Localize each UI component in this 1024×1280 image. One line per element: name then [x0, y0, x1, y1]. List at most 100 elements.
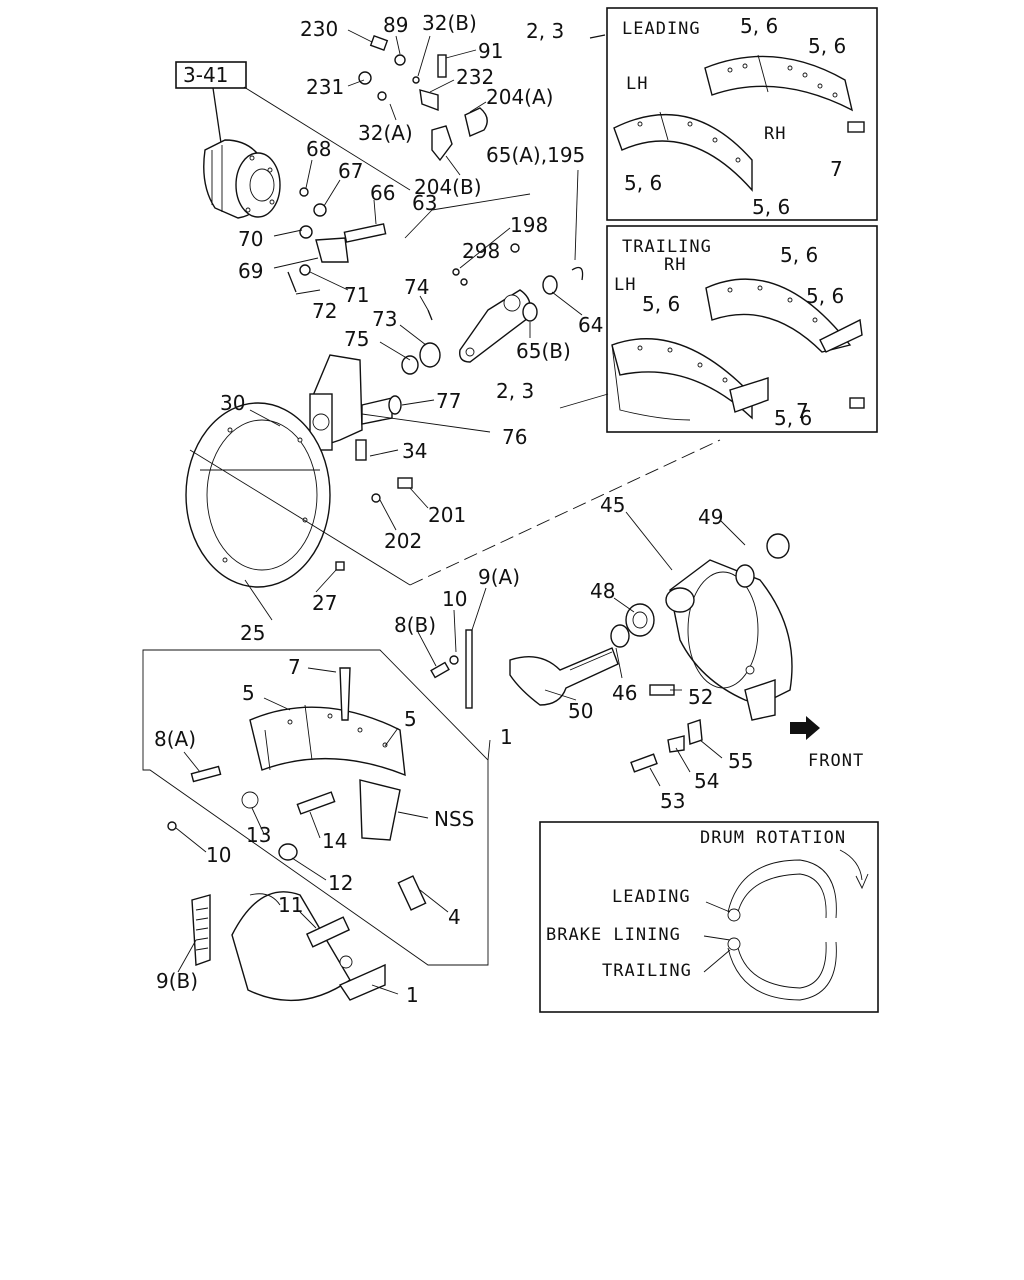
- callout-32b: 32(B): [422, 11, 477, 35]
- callout-50: 50: [568, 699, 593, 723]
- callout-202: 202: [384, 529, 422, 553]
- callout-75: 75: [344, 327, 369, 351]
- callout-12: 12: [328, 871, 353, 895]
- leading-callout-4: 5, 6: [752, 195, 790, 219]
- leading-callout-3: 5, 6: [624, 171, 662, 195]
- shoe-group-outline: [142, 649, 489, 966]
- callout-45: 45: [600, 493, 625, 517]
- trailing-lh: LH: [614, 275, 636, 295]
- callout-labels: 230 89 32(B) 91 231 232 204(A) 32(A) 68 …: [154, 11, 753, 1007]
- callout-46: 46: [612, 681, 637, 705]
- leading-box: LEADING LH RH 5, 6 5, 6 5, 6 5, 6 7: [589, 7, 878, 221]
- callout-27: 27: [312, 591, 337, 615]
- trailing-callout-1: 5, 6: [780, 243, 818, 267]
- dust-shield: [185, 402, 345, 588]
- spider-fasteners: [630, 684, 703, 773]
- trailing-callout-3: 5, 6: [642, 292, 680, 316]
- callout-72: 72: [312, 299, 337, 323]
- reference-label: 3-41: [183, 63, 228, 87]
- trailing-callout-4: 5, 6: [774, 406, 812, 430]
- callout-52: 52: [688, 685, 713, 709]
- callout-34: 34: [402, 439, 427, 463]
- callout-32a: 32(A): [358, 121, 413, 145]
- callout-30: 30: [220, 391, 245, 415]
- leading-callout-2: 5, 6: [808, 34, 846, 58]
- slack-adjuster: [427, 243, 584, 363]
- callout-65b: 65(B): [516, 339, 571, 363]
- trailing-callout-7: 7: [796, 399, 809, 423]
- callout-1-upper: 1: [500, 725, 513, 749]
- rotation-trailing: TRAILING: [602, 961, 692, 981]
- camshaft-bracket: [277, 342, 441, 503]
- callout-48: 48: [590, 579, 615, 603]
- callout-7: 7: [288, 655, 301, 679]
- callout-230: 230: [300, 17, 338, 41]
- callout-49: 49: [698, 505, 723, 529]
- callout-68: 68: [306, 137, 331, 161]
- callout-231: 231: [306, 75, 344, 99]
- callout-5-left: 5: [242, 681, 255, 705]
- callout-8b: 8(B): [394, 613, 436, 637]
- rotation-leading: LEADING: [612, 887, 691, 907]
- drum-rotation-box: DRUM ROTATION LEADING BRAKE LINING TRAIL…: [539, 821, 879, 1013]
- callout-4: 4: [448, 905, 461, 929]
- brake-shoe-upper: [167, 667, 406, 861]
- callout-66: 66: [370, 181, 395, 205]
- leading-lh: LH: [626, 74, 648, 94]
- callout-74: 74: [404, 275, 429, 299]
- callout-232: 232: [456, 65, 494, 89]
- leading-callout-1: 5, 6: [740, 14, 778, 38]
- callout-5-right: 5: [404, 707, 417, 731]
- leading-title: LEADING: [622, 19, 701, 39]
- callout-10-upper: 10: [442, 587, 467, 611]
- brake-spider: [665, 533, 793, 721]
- air-fittings: [358, 35, 488, 162]
- callout-70: 70: [238, 227, 263, 251]
- callout-8a: 8(A): [154, 727, 196, 751]
- callout-2-3-top: 2, 3: [526, 19, 564, 43]
- callout-71: 71: [344, 283, 369, 307]
- callout-9a: 9(A): [478, 565, 520, 589]
- trailing-callout-2: 5, 6: [806, 284, 844, 308]
- reference-box[interactable]: 3-41: [175, 61, 247, 89]
- rotation-brake-lining: BRAKE LINING: [546, 925, 681, 945]
- callout-69: 69: [238, 259, 263, 283]
- callout-10-lower: 10: [206, 843, 231, 867]
- callout-11: 11: [278, 893, 303, 917]
- callout-198: 198: [510, 213, 548, 237]
- callout-13: 13: [246, 823, 271, 847]
- callout-91: 91: [478, 39, 503, 63]
- callout-298: 298: [462, 239, 500, 263]
- brake-chamber: [203, 139, 281, 219]
- brake-shoe-lower: [191, 875, 427, 1002]
- callout-67: 67: [338, 159, 363, 183]
- trailing-rh: RH: [664, 255, 686, 275]
- callout-63: 63: [412, 191, 437, 215]
- callout-25: 25: [240, 621, 265, 645]
- callout-77: 77: [436, 389, 461, 413]
- anchor-pins: [430, 629, 473, 709]
- leading-rh: RH: [764, 124, 786, 144]
- callout-2-3-mid: 2, 3: [496, 379, 534, 403]
- callout-64: 64: [578, 313, 603, 337]
- rotation-title: DRUM ROTATION: [700, 828, 846, 848]
- camshaft: [509, 603, 655, 706]
- callout-204a: 204(A): [486, 85, 553, 109]
- callout-nss: NSS: [434, 807, 474, 831]
- callout-55: 55: [728, 749, 753, 773]
- callout-14: 14: [322, 829, 347, 853]
- callout-53: 53: [660, 789, 685, 813]
- callout-65a-195: 65(A),195: [486, 143, 585, 167]
- callout-89: 89: [383, 13, 408, 37]
- callout-1-lower: 1: [406, 983, 419, 1007]
- callout-76: 76: [502, 425, 527, 449]
- front-arrow-icon: [790, 716, 820, 740]
- callout-201: 201: [428, 503, 466, 527]
- callout-204b: 204(B): [414, 175, 482, 199]
- trailing-title: TRAILING: [622, 237, 712, 257]
- leading-callout-7: 7: [830, 157, 843, 181]
- callout-54: 54: [694, 769, 719, 793]
- trailing-box: TRAILING RH LH 5, 6 5, 6 5, 6 5, 6 7: [606, 225, 878, 433]
